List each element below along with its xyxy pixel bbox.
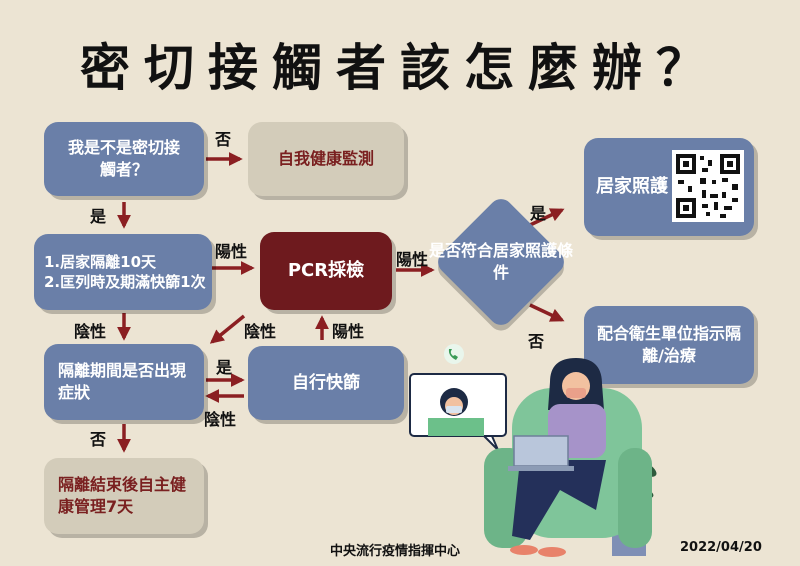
node-pcr-test: PCR採檢: [260, 232, 392, 310]
label-negative: 陰性: [244, 322, 277, 341]
label-no: 否: [215, 130, 232, 149]
laptop-icon: [508, 435, 574, 471]
arrow-pcr-to-symptoms: [209, 314, 246, 344]
person-on-video-call-illustration: [409, 344, 657, 557]
video-call-bubble: [409, 373, 507, 451]
node-symptoms-during-quarantine: 隔離期間是否出現症狀: [44, 344, 204, 420]
page-title: 密切接觸者該怎麼辦？: [80, 39, 720, 97]
node-rapid-test: 自行快篩: [248, 346, 404, 420]
label-negative: 陰性: [204, 410, 237, 429]
label-positive: 陽性: [332, 322, 365, 341]
label-positive: 陽性: [396, 250, 429, 269]
label-yes: 是: [530, 204, 547, 223]
arrow-diamond-to-homecare: [529, 208, 565, 227]
label-yes: 是: [90, 207, 107, 226]
label-yes: 是: [216, 358, 233, 377]
arrow-diamond-to-instructions: [529, 303, 565, 322]
footer-date: 2022/04/20: [680, 540, 762, 555]
node-end-quarantine: 隔離結束後自主健康管理7天: [44, 458, 204, 534]
footer-agency: 中央流行疫情指揮中心: [330, 544, 461, 559]
qr-code-icon: [672, 150, 744, 222]
label-negative: 陰性: [74, 322, 107, 341]
node-self-monitoring: 自我健康監測: [248, 122, 404, 196]
label-no: 否: [528, 332, 545, 351]
node-am-i-close-contact: 我是不是密切接觸者？: [44, 122, 204, 196]
node-home-quarantine: 1.居家隔離10天 2.匡列時及期滿快篩1次: [34, 234, 212, 310]
node-follow-health-instructions: 配合衛生單位指示隔離/治療: [584, 306, 754, 384]
phone-icon: [444, 344, 464, 364]
label-positive: 陽性: [215, 242, 248, 261]
home-care-eligibility-label: 是否符合居家照護條件: [428, 241, 573, 283]
label-no: 否: [90, 430, 107, 449]
